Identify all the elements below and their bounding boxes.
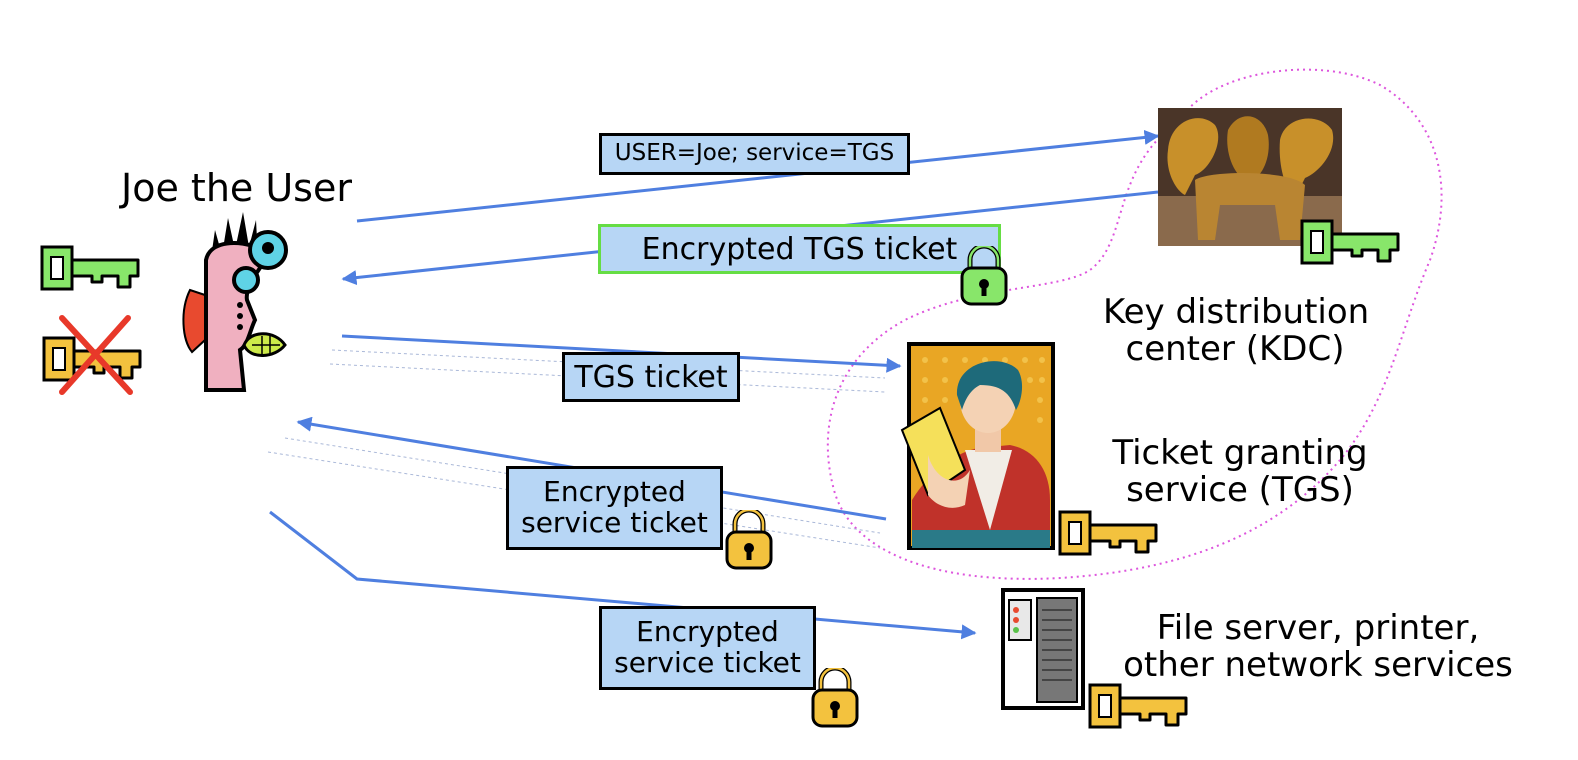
user-green-key-icon — [40, 245, 140, 291]
message-4-line-1: Encrypted — [543, 475, 686, 509]
service-gold-key-icon — [1088, 683, 1188, 729]
services-label-line-2: other network services — [1123, 644, 1513, 685]
cross-out-icon — [59, 315, 133, 395]
file-server-icon — [1001, 588, 1085, 710]
message-tgs-ticket-text: TGS ticket — [574, 359, 728, 395]
arrow-user-to-tgs — [341, 334, 902, 373]
arrow-user-to-kdc — [356, 129, 1160, 223]
tgs-person-image — [900, 342, 1055, 550]
message-encrypted-tgs-ticket-text: Encrypted TGS ticket — [641, 231, 958, 267]
services-label: File server, printer, other network serv… — [1120, 610, 1516, 683]
kdc-label-line-2: center (KDC) — [1125, 328, 1345, 369]
message-encrypted-service-ticket-1: Encrypted service ticket — [506, 466, 723, 550]
message-user-request-text: USER=Joe; service=TGS — [614, 140, 895, 167]
message-5-line-2: service ticket — [614, 646, 801, 679]
message-encrypted-service-ticket-2: Encrypted service ticket — [599, 606, 816, 690]
user-label: Joe the User — [121, 166, 352, 210]
gold-lock-icon-1 — [725, 510, 777, 572]
message-encrypted-tgs-ticket: Encrypted TGS ticket — [598, 224, 1001, 274]
tgs-label-line-2: service (TGS) — [1126, 469, 1354, 510]
tgs-label-line-1: Ticket granting — [1112, 433, 1368, 473]
tgs-label: Ticket granting service (TGS) — [1110, 435, 1370, 508]
kdc-boundary — [826, 68, 1443, 580]
kdc-label-line-1: Key distribution — [1103, 292, 1370, 332]
message-5-line-1: Encrypted — [636, 615, 779, 649]
kdc-label: Key distribution center (KDC) — [1103, 292, 1370, 369]
message-4-line-2: service ticket — [521, 506, 708, 539]
services-label-line-1: File server, printer, — [1156, 608, 1480, 648]
message-tgs-ticket: TGS ticket — [562, 352, 740, 402]
message-user-request: USER=Joe; service=TGS — [599, 133, 910, 175]
tgs-gold-key-icon — [1058, 510, 1158, 556]
gold-lock-icon-2 — [811, 668, 863, 730]
joe-figure — [182, 212, 288, 392]
kdc-green-key-icon — [1300, 219, 1400, 265]
green-lock-icon — [960, 246, 1012, 308]
